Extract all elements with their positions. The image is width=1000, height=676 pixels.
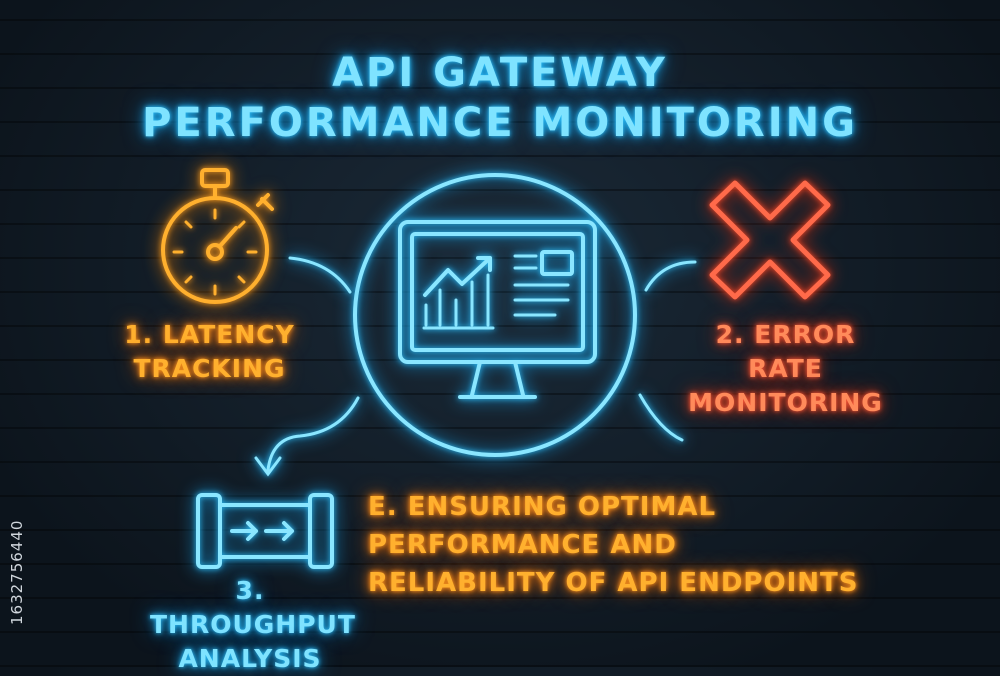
step-error-rate-line1: 2. ERROR RATE: [715, 320, 856, 383]
summary-text: E. ENSURING OPTIMAL PERFORMANCE AND RELI…: [368, 488, 928, 602]
x-mark-icon: [709, 180, 831, 300]
step-throughput-line1: 3. THROUGHPUT: [150, 576, 356, 639]
summary-line2: PERFORMANCE AND: [368, 530, 677, 560]
step-throughput-label: 3. THROUGHPUT ANALYSIS: [150, 574, 356, 676]
summary-line1: E. ENSURING OPTIMAL: [368, 492, 717, 522]
page-subtitle: PERFORMANCE MONITORING: [142, 100, 858, 146]
center-circle: [353, 173, 637, 457]
stopwatch-icon: [161, 168, 274, 304]
step-error-rate-line2: MONITORING: [688, 388, 883, 417]
connector-lines: [254, 256, 697, 477]
step-latency-line1: 1. LATENCY: [124, 320, 295, 349]
monitor-chart-icon: [353, 173, 637, 457]
step-error-rate-label: 2. ERROR RATE MONITORING: [678, 318, 893, 420]
page-title: API GATEWAY: [332, 50, 668, 96]
pipe-arrow-icon: [196, 493, 334, 569]
watermark-id: 1632756440: [6, 420, 30, 625]
summary-line3: RELIABILITY OF API ENDPOINTS: [368, 568, 859, 598]
step-latency-label: 1. LATENCY TRACKING: [122, 318, 297, 386]
watermark-id-text: 1632756440: [8, 519, 26, 625]
step-throughput-line2: ANALYSIS: [178, 644, 322, 673]
step-latency-line2: TRACKING: [133, 354, 286, 383]
